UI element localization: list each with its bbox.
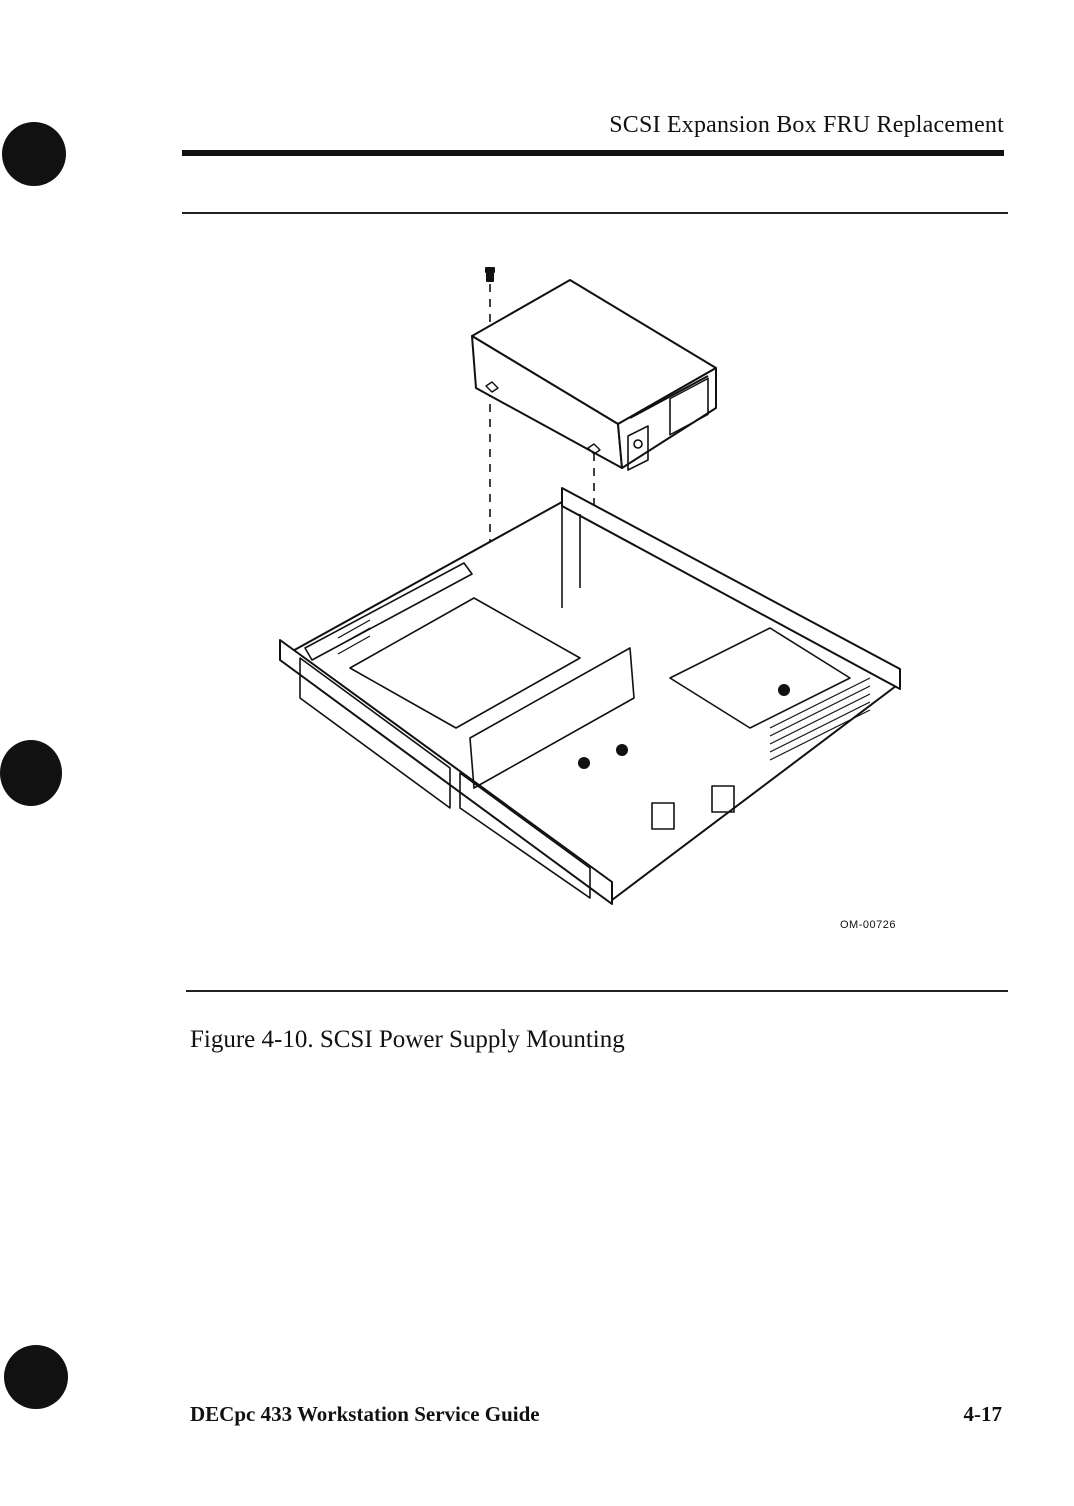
header-rule [182, 150, 1004, 156]
figure-drawing-id: OM-00726 [840, 919, 896, 931]
running-head: SCSI Expansion Box FRU Replacement [609, 112, 1004, 139]
figure-rule-top [182, 212, 1008, 214]
footer-guide-title: DECpc 433 Workstation Service Guide [190, 1402, 540, 1427]
screw-left [486, 268, 494, 281]
footer-page-number: 4-17 [964, 1402, 1003, 1427]
punch-hole-top [2, 122, 66, 186]
punch-hole-bottom [4, 1345, 68, 1409]
expansion-box-chassis [280, 488, 900, 904]
figure-caption: Figure 4-10. SCSI Power Supply Mounting [190, 1026, 625, 1054]
power-supply [472, 280, 716, 470]
punch-hole-middle [0, 740, 62, 806]
power-supply-mounting-illustration [250, 258, 930, 918]
figure-rule-bottom [186, 990, 1008, 992]
